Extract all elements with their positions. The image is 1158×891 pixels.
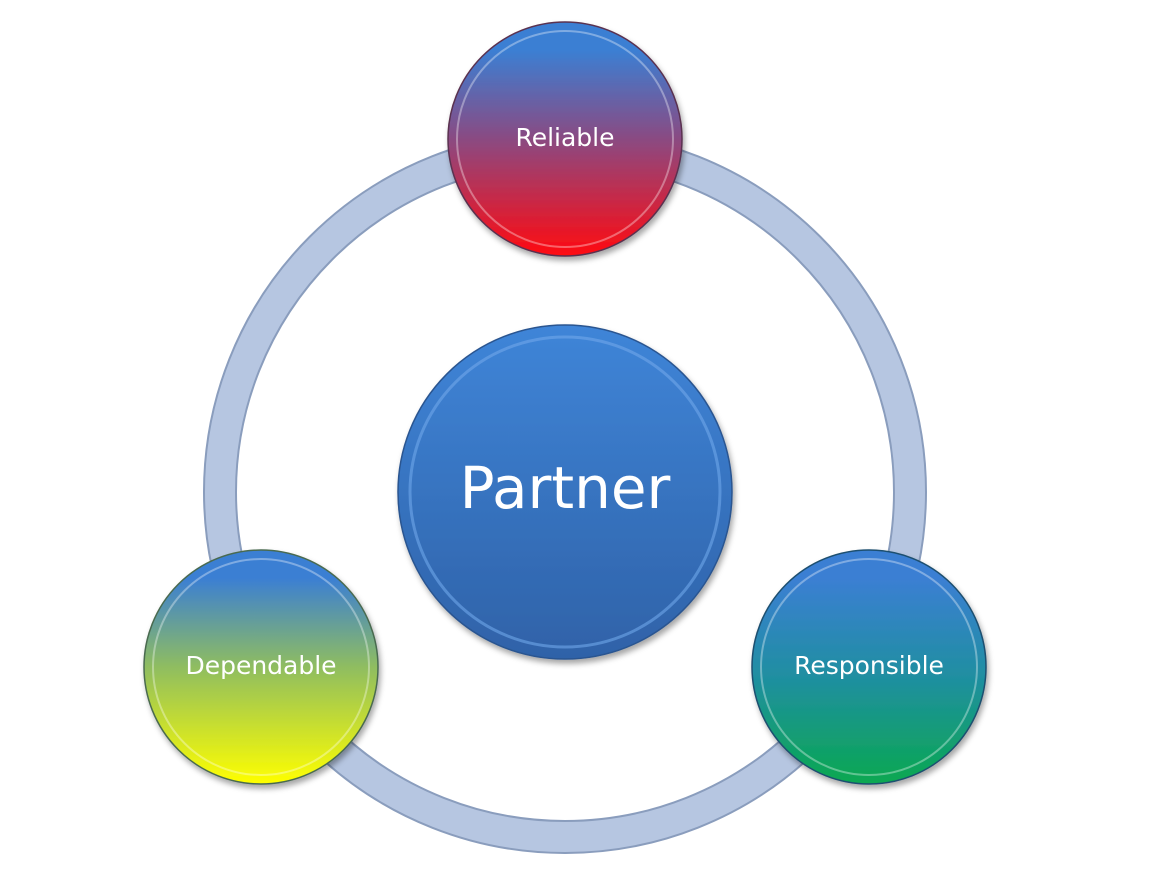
node-dependable-label: Dependable bbox=[185, 651, 336, 680]
node-responsible-label: Responsible bbox=[794, 651, 944, 680]
node-reliable bbox=[447, 21, 683, 257]
node-reliable-label: Reliable bbox=[515, 123, 614, 152]
center-node bbox=[397, 324, 733, 660]
center-label: Partner bbox=[460, 454, 671, 522]
node-dependable bbox=[143, 549, 379, 785]
node-responsible bbox=[751, 549, 987, 785]
